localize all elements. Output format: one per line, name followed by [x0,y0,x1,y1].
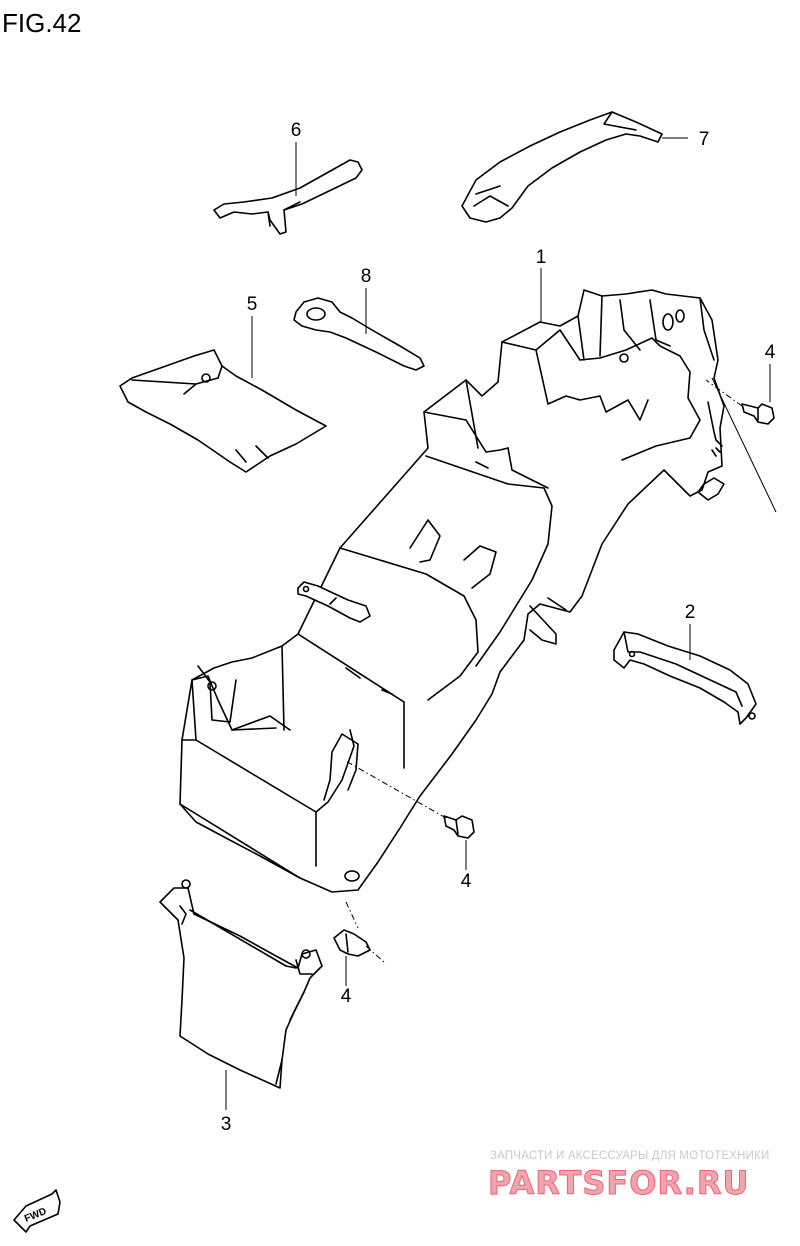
part-4-bolt-upper-right[interactable] [705,364,775,425]
watermark-site[interactable]: PARTSFOR.RU [487,1164,750,1203]
part-7-strap[interactable] [461,111,688,223]
part-3-mud-flap[interactable] [159,879,323,1110]
part-8-box-wrench[interactable] [293,288,425,371]
callout-1: 1 [536,247,547,268]
callout-7: 7 [699,129,710,150]
callout-8: 8 [361,266,372,287]
part-2-bracket[interactable] [613,624,757,725]
callout-4-upper: 4 [765,342,776,363]
part-4-bolt-lower[interactable] [333,901,385,986]
fwd-direction-badge: FWD [13,1189,61,1233]
watermark-tagline: ЗАПЧАСТИ И АКСЕССУАРЫ ДЛЯ МОТОТЕХНИКИ [490,1150,770,1162]
figure-title: FIG.42 [2,8,82,38]
callout-5: 5 [247,294,258,315]
callout-4-center: 4 [461,871,472,892]
leader-fender-right [711,377,777,513]
callout-4-lower: 4 [341,986,352,1007]
part-6-spanner[interactable] [213,142,363,235]
part-5-tool-bag[interactable] [119,316,327,473]
callout-2: 2 [685,602,696,623]
callout-6: 6 [291,120,302,141]
callout-3: 3 [221,1114,232,1135]
rail-clip [297,581,371,623]
part-1-rear-fender[interactable] [179,268,725,893]
part-4-bolt-center[interactable] [343,759,475,870]
